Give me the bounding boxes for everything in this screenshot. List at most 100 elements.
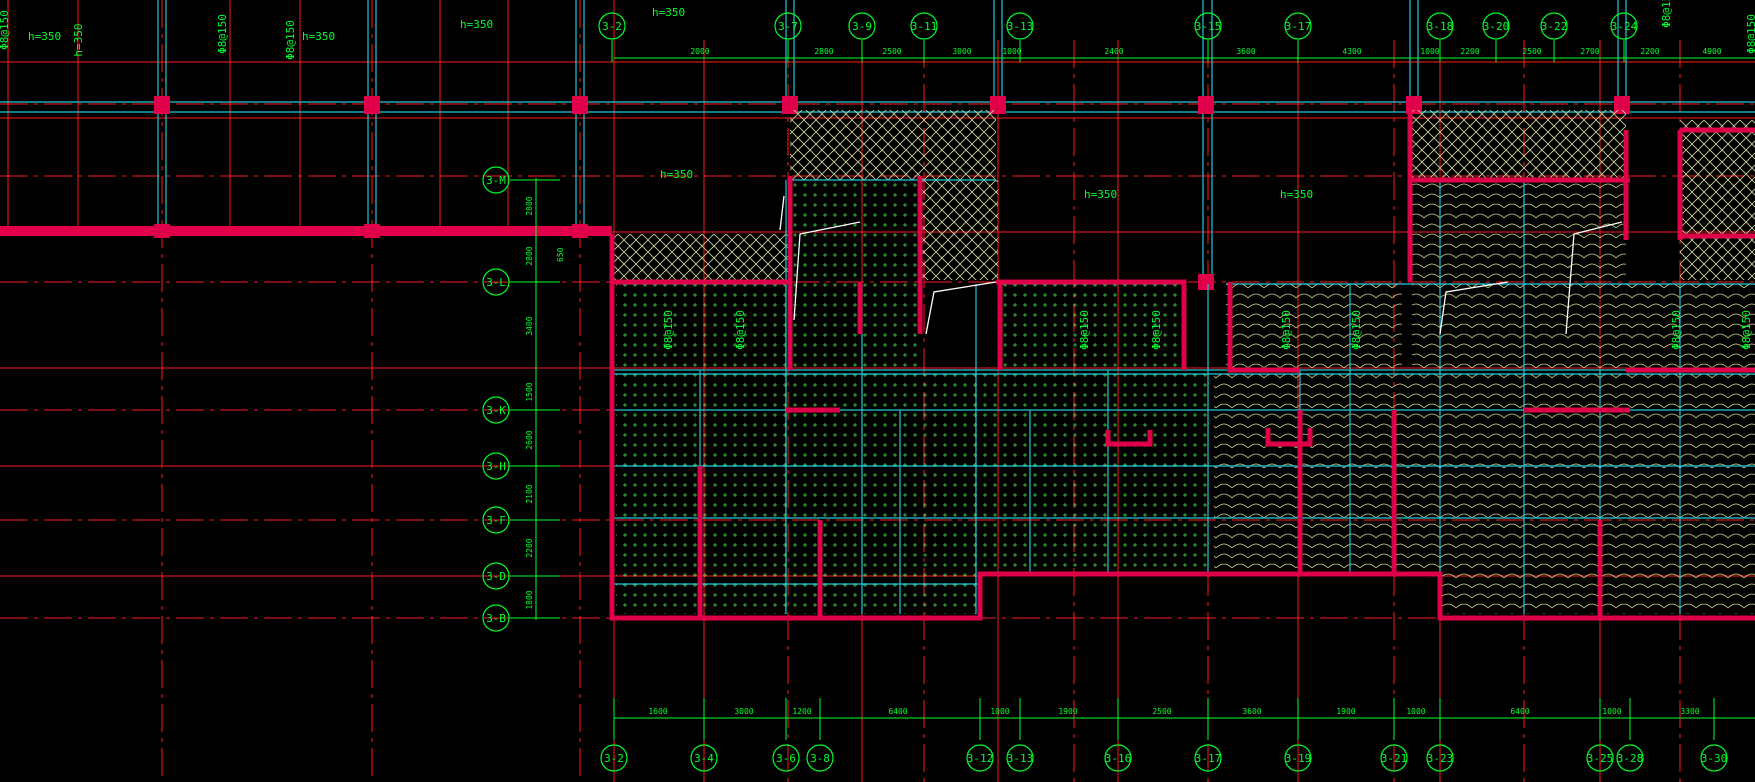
axis-label: 3-30 bbox=[1701, 752, 1728, 765]
axis-label: 3-22 bbox=[1541, 20, 1568, 33]
dimension-text: 1200 bbox=[792, 707, 811, 716]
dimension-text: 2400 bbox=[1104, 47, 1123, 56]
axis-bubble-top: 3-2 bbox=[598, 12, 626, 40]
dimension-text: 2500 bbox=[1152, 707, 1171, 716]
axis-label: 3-25 bbox=[1587, 752, 1614, 765]
axis-bubble-top: 3-15 bbox=[1194, 12, 1222, 40]
axis-bubble-circle bbox=[1006, 744, 1034, 772]
side-dimension: 650 bbox=[556, 247, 565, 262]
dimension-text: 3300 bbox=[1680, 707, 1699, 716]
axis-bubble-circle bbox=[774, 12, 802, 40]
dimension-text: 1000 bbox=[1406, 707, 1425, 716]
axis-bubble-bottom: 3-6 bbox=[772, 744, 800, 772]
axis-label: 3-B bbox=[486, 612, 506, 625]
walls bbox=[609, 110, 1755, 621]
axis-bubble-left: 3-M bbox=[482, 166, 510, 194]
axis-bubble-top: 3-24 bbox=[1610, 12, 1638, 40]
axis-bubble-circle bbox=[1482, 12, 1510, 40]
axis-label: 3-L bbox=[486, 276, 506, 289]
hatch-regions bbox=[612, 110, 1755, 614]
axis-label: 3-H bbox=[486, 460, 506, 473]
rebar-label: Φ8@150 bbox=[284, 20, 297, 60]
axis-bubble-circle bbox=[806, 744, 834, 772]
axis-bubble-circle bbox=[1380, 744, 1408, 772]
dimension-text: 1000 bbox=[990, 707, 1009, 716]
axis-bubble-bottom: 3-13 bbox=[1006, 744, 1034, 772]
dimension-text: 1000 bbox=[1602, 707, 1621, 716]
axis-label: 3-28 bbox=[1617, 752, 1644, 765]
axis-label: 3-20 bbox=[1483, 20, 1510, 33]
dimension-text: 4900 bbox=[1702, 47, 1721, 56]
axis-bubble-bottom: 3-30 bbox=[1700, 744, 1728, 772]
axis-bubble-circle bbox=[482, 452, 510, 480]
axis-label: 3-9 bbox=[852, 20, 872, 33]
rebar-label: Φ8@150 bbox=[662, 310, 675, 350]
beam-band bbox=[0, 96, 1630, 290]
axis-label: 3-D bbox=[486, 570, 506, 583]
axis-bubble-circle bbox=[1700, 744, 1728, 772]
axis-bubble-circle bbox=[1006, 12, 1034, 40]
axis-bubble-top: 3-9 bbox=[848, 12, 876, 40]
axis-label: 3-15 bbox=[1195, 20, 1222, 33]
axis-label: 3-F bbox=[486, 514, 506, 527]
axis-bubble-circle bbox=[1426, 744, 1454, 772]
axis-bubble-circle bbox=[1104, 744, 1132, 772]
axis-bubble-left: 3-F bbox=[482, 506, 510, 534]
axis-bubble-left: 3-L bbox=[482, 268, 510, 296]
axis-label: 3-7 bbox=[778, 20, 798, 33]
dimension-text: 1000 bbox=[1420, 47, 1439, 56]
axis-label: 3-16 bbox=[1105, 752, 1132, 765]
dimension-text: 2200 bbox=[525, 538, 534, 557]
axis-bubble-circle bbox=[482, 268, 510, 296]
axis-bubble-circle bbox=[910, 12, 938, 40]
axis-bubble-bottom: 3-23 bbox=[1426, 744, 1454, 772]
rebar-label: Φ8@150 bbox=[216, 14, 229, 54]
axis-label: 3-18 bbox=[1427, 20, 1454, 33]
dimension-text: 3000 bbox=[734, 707, 753, 716]
axis-bubble-circle bbox=[482, 166, 510, 194]
axis-bubble-bottom: 3-17 bbox=[1194, 744, 1222, 772]
axis-bubble-circle bbox=[598, 12, 626, 40]
axis-bubble-bottom: 3-21 bbox=[1380, 744, 1408, 772]
axis-bubble-top: 3-7 bbox=[774, 12, 802, 40]
axis-bubble-circle bbox=[482, 506, 510, 534]
dimension-text: 2100 bbox=[525, 484, 534, 503]
axis-bubble-bottom: 3-2 bbox=[600, 744, 628, 772]
axis-bubble-left: 3-H bbox=[482, 452, 510, 480]
dimension-text: 2700 bbox=[1580, 47, 1599, 56]
axis-bubble-bottom: 3-19 bbox=[1284, 744, 1312, 772]
axis-label: 3-2 bbox=[604, 752, 624, 765]
axis-bubble-circle bbox=[600, 744, 628, 772]
axis-label: 3-17 bbox=[1195, 752, 1222, 765]
rebar-label: Φ8@150 bbox=[1670, 310, 1683, 350]
axis-bubble-circle bbox=[482, 604, 510, 632]
axis-label: 3-19 bbox=[1285, 752, 1312, 765]
axis-bubble-circle bbox=[848, 12, 876, 40]
axis-bubble-circle bbox=[690, 744, 718, 772]
axis-bubble-bottom: 3-16 bbox=[1104, 744, 1132, 772]
dimension-text: 3400 bbox=[525, 316, 534, 335]
dimension-text: 2500 bbox=[1522, 47, 1541, 56]
dimension-text: 6400 bbox=[1510, 707, 1529, 716]
rebar-label: Φ8@150 bbox=[0, 10, 11, 50]
axis-bubble-circle bbox=[1616, 744, 1644, 772]
stair-lines bbox=[779, 195, 1623, 335]
dimension-text: 2800 bbox=[525, 246, 534, 265]
axis-bubble-top: 3-18 bbox=[1426, 12, 1454, 40]
axis-label: 3-M bbox=[486, 174, 506, 187]
dimension-text: 6400 bbox=[888, 707, 907, 716]
axis-bubble-left: 3-D bbox=[482, 562, 510, 590]
axis-bubble-top: 3-20 bbox=[1482, 12, 1510, 40]
dimension-lines bbox=[535, 57, 1755, 719]
axis-bubble-circle bbox=[1194, 12, 1222, 40]
axis-bubble-bottom: 3-12 bbox=[966, 744, 994, 772]
rebar-label: Φ8@150 bbox=[1745, 14, 1755, 54]
dimension-text: 2000 bbox=[690, 47, 709, 56]
rebar-label: Φ8@150 bbox=[1280, 310, 1293, 350]
dimension-text: 1800 bbox=[525, 590, 534, 609]
axis-label: 3-11 bbox=[911, 20, 938, 33]
